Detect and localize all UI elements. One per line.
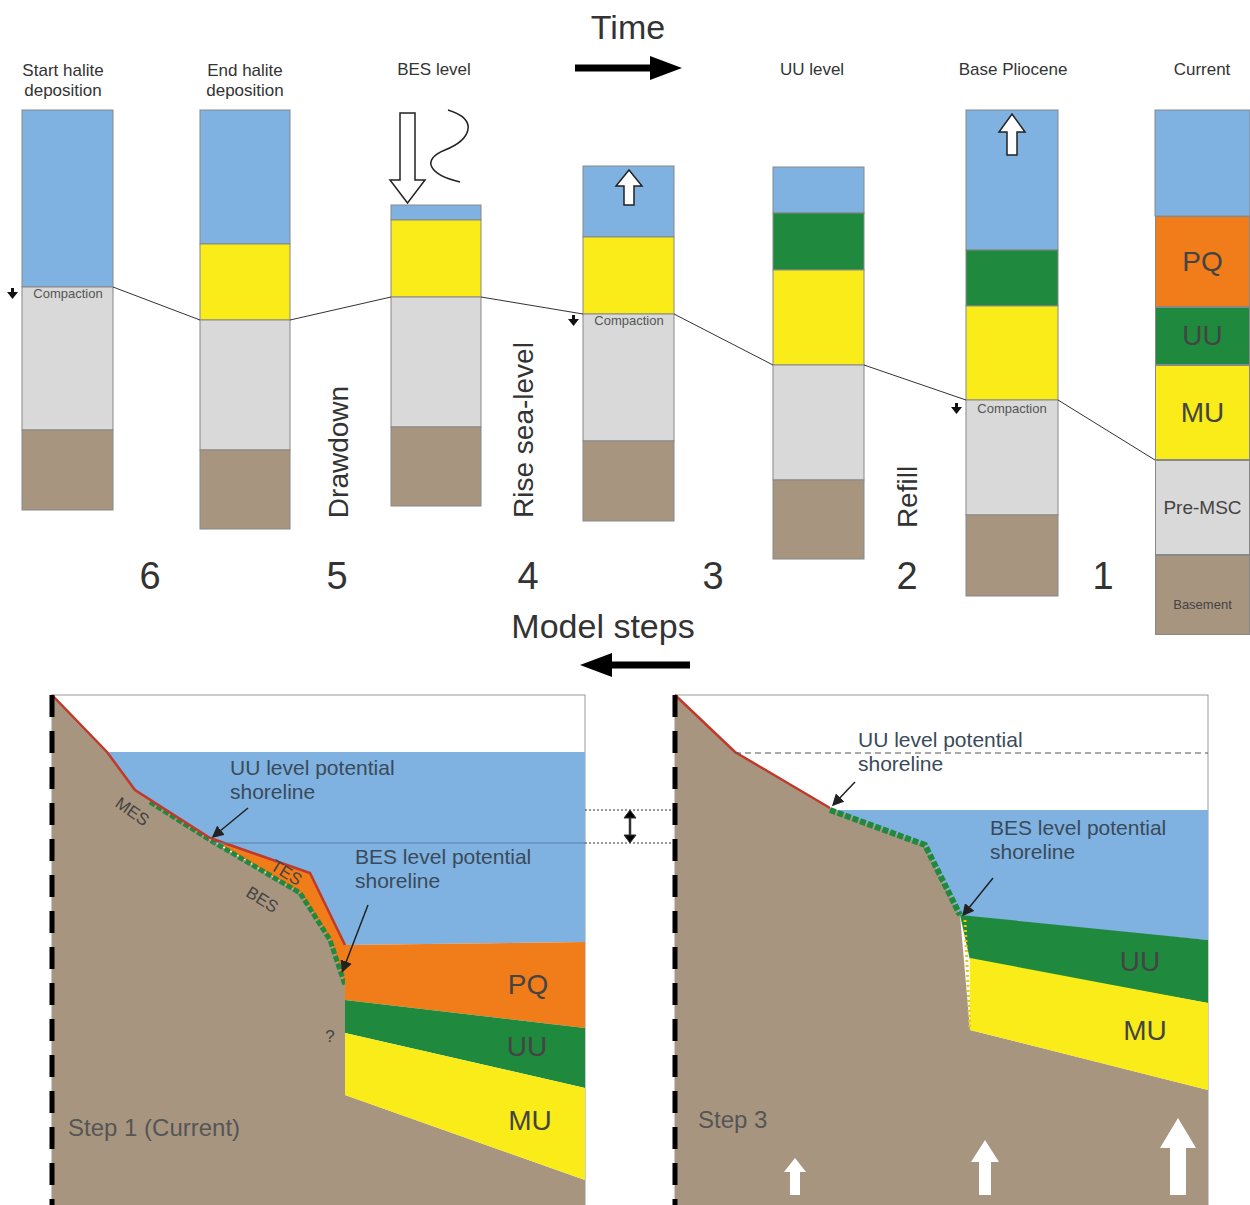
compaction-arrows [7,288,962,414]
level-difference [585,810,675,843]
label: 6 [139,555,160,599]
label: UU level potential shoreline [858,728,1088,776]
layer-name: MU [1181,397,1225,429]
steps-arrow [608,662,690,669]
label: Start halite deposition [3,61,123,100]
label: Time [591,8,665,47]
layer-band: PQ [1155,216,1250,307]
label: ? [325,1027,334,1047]
label: End halite deposition [190,61,300,100]
label: Model steps [511,607,694,646]
label: BES level potential shoreline [990,816,1205,864]
drawdown-arrow [390,113,425,203]
layer-name: PQ [1182,246,1222,278]
label: PQ [508,969,548,1001]
label: Compaction [594,314,663,329]
label: UU [507,1031,547,1063]
layer-name: Basement [1173,597,1232,612]
rise-arrow [616,170,642,205]
wave [431,110,468,182]
step1-section [52,695,585,1205]
label: UU level potential shoreline [230,756,460,804]
label: 5 [326,555,347,599]
label: 3 [702,555,723,599]
layer-name: Pre-MSC [1163,497,1241,519]
label: BES level [397,60,471,80]
refill-arrow [999,114,1025,155]
label: Rise sea-level [508,342,540,518]
correlation-lines [113,287,1155,460]
label: Refill [892,466,924,528]
label: 2 [896,555,917,599]
label: Step 1 (Current) [68,1114,240,1142]
label: MU [1123,1015,1167,1047]
label: UU [1120,946,1160,978]
layer-band: Pre-MSC [1155,460,1250,555]
time-arrow [575,65,655,72]
label: 1 [1092,555,1113,599]
layer-band: Basement [1155,555,1250,635]
label: Compaction [977,402,1046,417]
label: Current [1174,60,1231,80]
time-arrowhead [650,56,682,80]
layer-name: UU [1182,320,1222,352]
label: Step 3 [698,1106,767,1134]
label: Drawdown [323,386,355,518]
label: BES level potential shoreline [355,845,585,893]
label: MU [508,1105,552,1137]
label: Compaction [33,287,102,302]
step3-section [675,695,1208,1205]
label: 4 [517,555,538,599]
label: Base Pliocene [959,60,1068,80]
steps-arrowhead [580,653,612,677]
label: UU level [780,60,844,80]
layer-band: UU [1155,307,1250,365]
layer-band: MU [1155,365,1250,460]
columns [22,110,1250,596]
